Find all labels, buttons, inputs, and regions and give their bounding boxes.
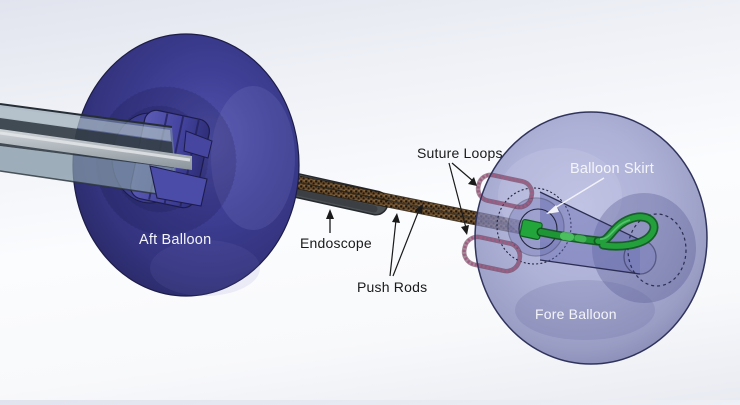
label-aft-balloon: Aft Balloon bbox=[139, 232, 212, 248]
fore-balloon-outline bbox=[474, 111, 708, 365]
balloon-skirt-leader-arrow bbox=[546, 177, 605, 214]
suture-loop-lower bbox=[461, 234, 523, 274]
label-fore-balloon: Fore Balloon bbox=[535, 306, 617, 322]
suture-loops-leader-lines bbox=[448, 162, 477, 235]
grasper-loop bbox=[519, 212, 659, 251]
endoscope-leader-arrow bbox=[326, 209, 334, 233]
push-rods-leader-lines bbox=[389, 204, 423, 277]
label-endoscope: Endoscope bbox=[300, 235, 372, 251]
insertion-shaft bbox=[0, 103, 192, 198]
label-push-rods: Push Rods bbox=[357, 279, 428, 295]
label-suture-loops: Suture Loops bbox=[417, 145, 503, 161]
suture-loop-upper bbox=[475, 172, 535, 210]
label-balloon-skirt: Balloon Skirt bbox=[570, 161, 654, 177]
aft-hub-front-piece bbox=[149, 130, 213, 207]
